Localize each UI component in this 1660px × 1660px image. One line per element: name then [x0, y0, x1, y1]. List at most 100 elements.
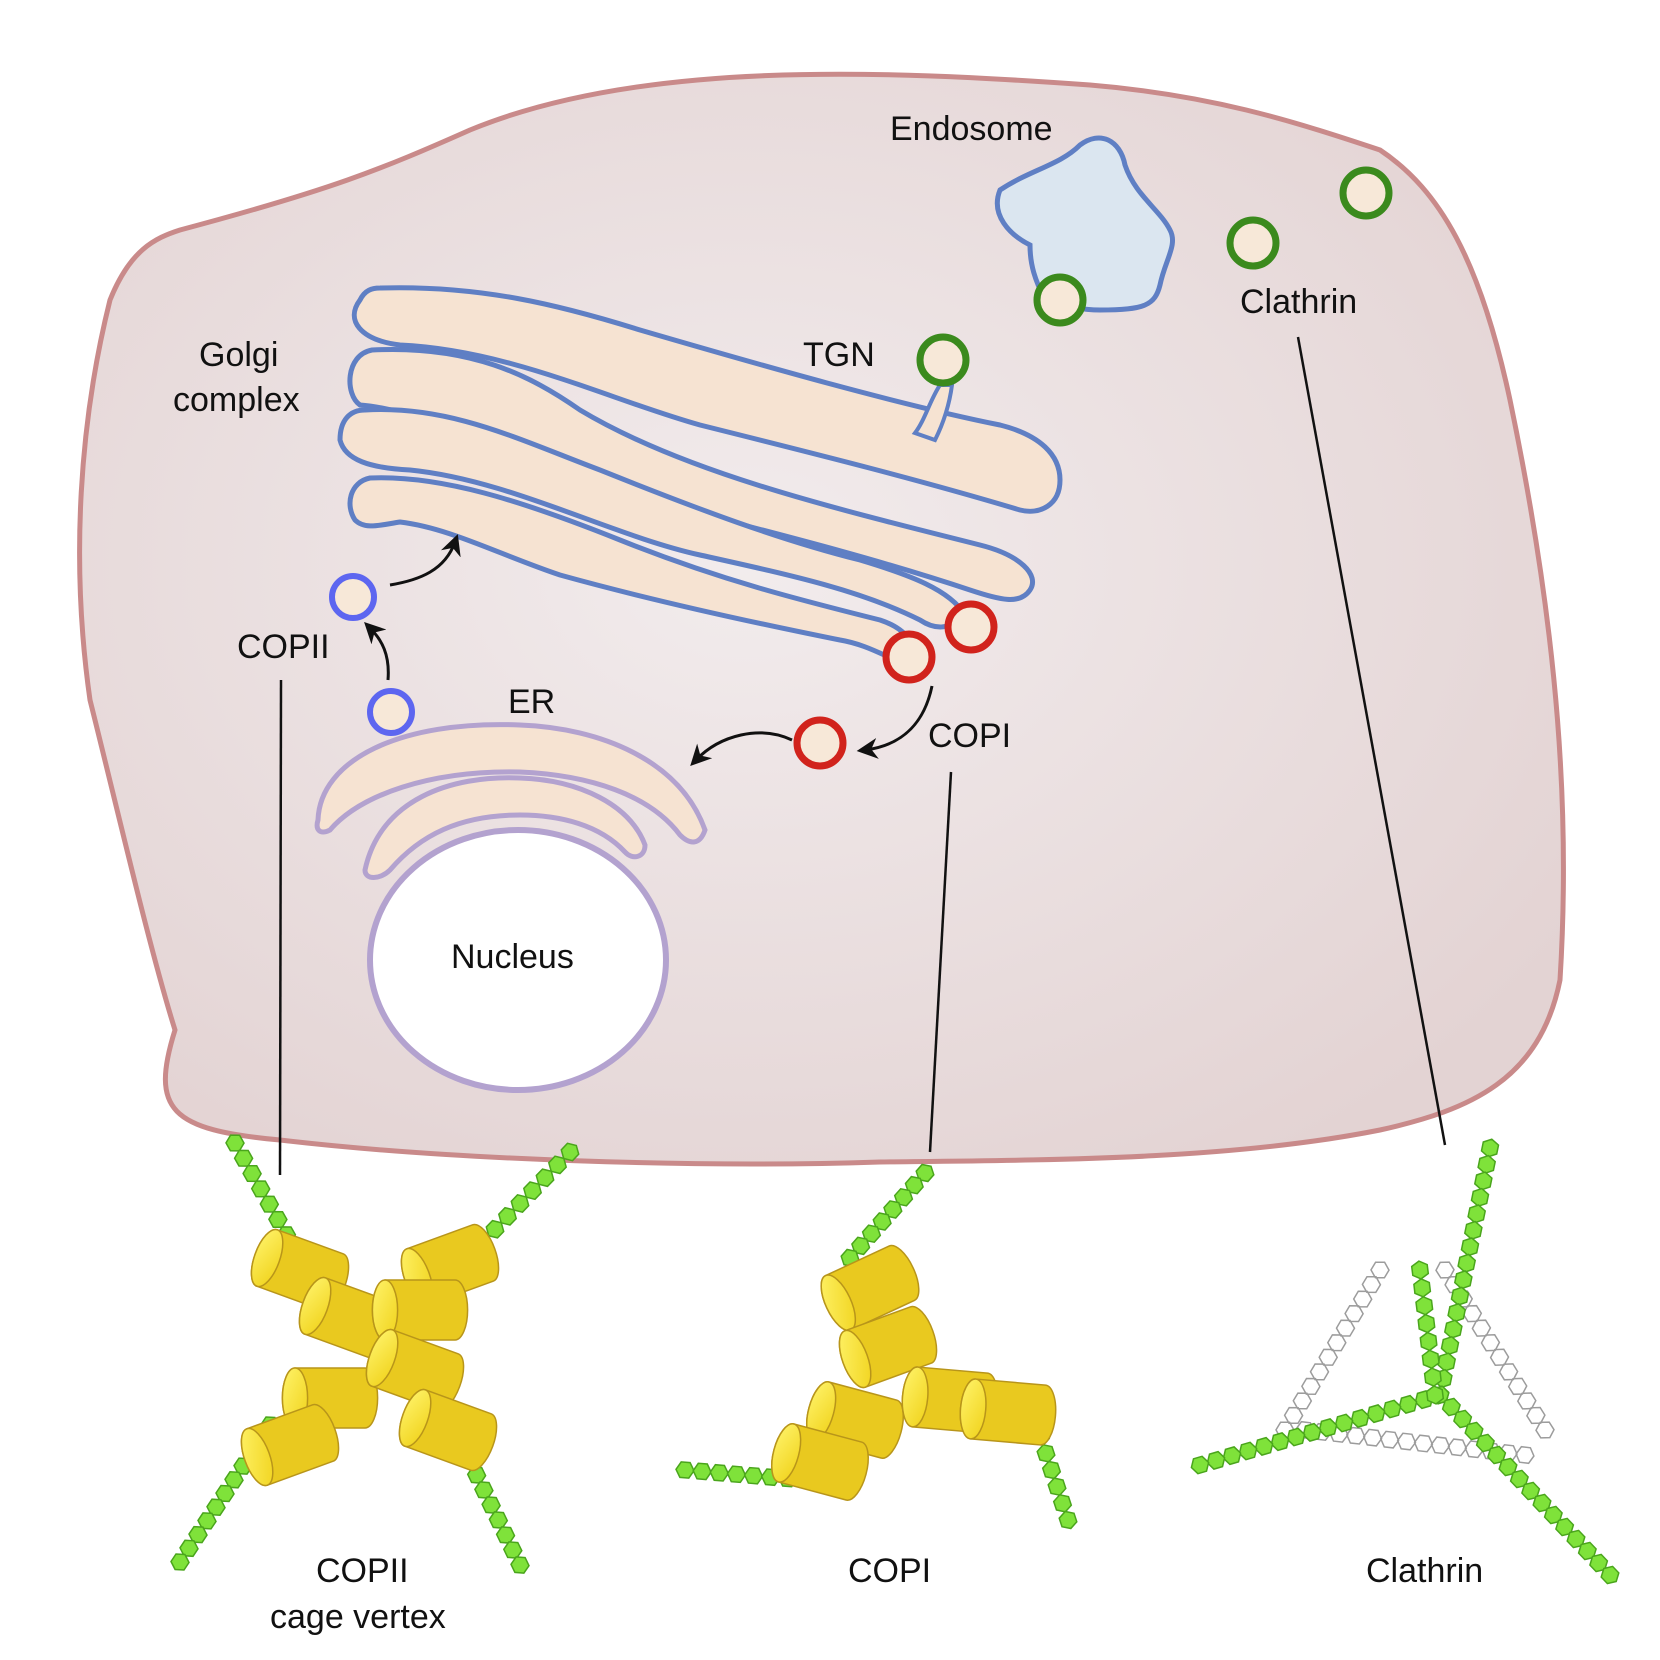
clathrin-heavy-chain-segment — [1600, 1565, 1620, 1585]
copi-vesicle-3 — [793, 716, 847, 770]
clathrin-heavy-chain-segment — [1463, 1220, 1483, 1241]
clathrin-heavy-chain-segment — [1509, 1469, 1529, 1489]
clathrin-lattice-segment — [1379, 1430, 1400, 1449]
clathrin-heavy-chain-segment — [1270, 1432, 1290, 1452]
copii-cage-vertex-structure — [170, 1134, 580, 1574]
clathrin-heavy-chain-segment — [1460, 1237, 1480, 1257]
clathrin-lattice-segment — [1396, 1432, 1417, 1451]
copii-chain-segment — [170, 1553, 190, 1571]
copii-chain-segment — [535, 1168, 555, 1188]
clathrin-vesicle-endosome — [1033, 273, 1087, 327]
clathrin-heavy-chain-segment — [1498, 1457, 1518, 1477]
leader-copii — [278, 679, 283, 1176]
clathrin-heavy-chain-segment — [1334, 1413, 1354, 1433]
copi-chain-segment — [915, 1163, 935, 1183]
clathrin-heavy-chain-segment — [1467, 1204, 1487, 1224]
copii-chain-segment — [485, 1219, 505, 1239]
clathrin-heavy-chain-segment — [1206, 1450, 1226, 1470]
endosome — [994, 135, 1176, 313]
copii-sec-cylinder — [371, 1279, 469, 1341]
clathrin-heavy-chain-segment — [1222, 1446, 1242, 1466]
clathrin-heavy-chain-segment — [1443, 1319, 1463, 1339]
arrow-golgi-to-copi — [856, 685, 934, 759]
label-copii-bottom-line2: cage vertex — [270, 1598, 446, 1636]
clathrin-heavy-chain-segment — [1441, 1397, 1461, 1417]
copi-cylinder — [959, 1378, 1057, 1446]
copii-chain-segment — [224, 1471, 244, 1489]
clathrin-heavy-chain-segment — [1480, 1138, 1500, 1158]
nucleus — [367, 827, 669, 1093]
copi-vesicle-1 — [944, 600, 998, 654]
copii-vesicle-upper — [329, 573, 377, 621]
golgi-complex — [337, 285, 1063, 668]
copii-chain-segment — [250, 1180, 271, 1198]
copi-chain-segment — [709, 1463, 730, 1482]
endoplasmic-reticulum — [314, 722, 708, 880]
copi-chain-segment — [1036, 1443, 1056, 1463]
clathrin-heavy-chain-segment — [1543, 1505, 1563, 1525]
copi-chain-segment — [904, 1175, 924, 1195]
arrow-copi-to-er — [690, 731, 793, 767]
clathrin-heavy-chain-segment — [1415, 1295, 1434, 1316]
clathrin-heavy-chain-segment — [1450, 1286, 1470, 1306]
copii-chain-segment — [560, 1142, 580, 1162]
clathrin-heavy-chain-segment — [1421, 1349, 1440, 1370]
clathrin-lattice-segment — [1489, 1348, 1510, 1366]
copi-chain-segment — [743, 1466, 764, 1485]
copii-vesicle-lower — [367, 688, 415, 736]
copii-chain-segment — [510, 1193, 530, 1214]
copii-chain-segment — [233, 1149, 254, 1167]
clathrin-heavy-chain-segment — [1457, 1253, 1477, 1273]
copi-chain-segment — [883, 1200, 903, 1219]
clathrin-lattice-segment — [1370, 1261, 1390, 1279]
clathrin-heavy-chain-segment — [1447, 1302, 1467, 1323]
clathrin-triskelion-structure — [1190, 1138, 1620, 1585]
label-golgi-line1: Golgi — [199, 336, 278, 374]
clathrin-heavy-chain-segment — [1410, 1260, 1430, 1280]
clathrin-heavy-chain-segment — [1521, 1481, 1541, 1501]
copii-chain-segment — [502, 1541, 523, 1559]
copii-chain-segment — [225, 1134, 245, 1152]
clathrin-lattice-segment — [1352, 1290, 1373, 1308]
copii-chain-segment — [495, 1526, 516, 1544]
clathrin-heavy-chain-segment — [1577, 1541, 1597, 1561]
clathrin-lattice-segment — [1435, 1261, 1455, 1279]
clathrin-heavy-chain-segment — [1238, 1441, 1258, 1461]
copi-cylinder — [838, 1305, 938, 1389]
copii-chain-segment — [197, 1512, 217, 1530]
clathrin-lattice-segment — [1535, 1421, 1555, 1439]
label-copii-bottom-line1: COPII — [316, 1552, 409, 1590]
copi-chain-segment — [1052, 1493, 1073, 1513]
copii-chain-segment — [268, 1210, 288, 1229]
copii-chain-segment — [206, 1498, 226, 1516]
copi-chain-segment — [872, 1212, 892, 1231]
copii-sec-cylinder — [398, 1388, 498, 1472]
clathrin-heavy-chain-segment — [1566, 1529, 1586, 1549]
copii-chain-segment — [547, 1155, 568, 1175]
clathrin-heavy-chain-segment — [1382, 1399, 1402, 1419]
copii-chain-segment — [242, 1164, 262, 1183]
clathrin-heavy-chain-segment — [1417, 1313, 1436, 1334]
clathrin-lattice-segment — [1498, 1363, 1519, 1381]
clathrin-heavy-chain-segment — [1318, 1418, 1338, 1438]
label-clathrin-bottom: Clathrin — [1366, 1552, 1483, 1590]
copi-chain-segment — [692, 1462, 712, 1481]
clathrin-vesicle-pm-2 — [1339, 166, 1393, 220]
clathrin-lattice-segment — [1515, 1445, 1535, 1465]
clathrin-heavy-chain-segment — [1589, 1553, 1609, 1573]
clathrin-lattice-segment — [1301, 1377, 1321, 1395]
copi-chain-segment — [893, 1187, 914, 1207]
clathrin-lattice-segment — [1526, 1406, 1546, 1425]
clathrin-lattice-segment — [1309, 1363, 1330, 1381]
clathrin-lattice-segment — [1471, 1319, 1492, 1337]
copi-cylinder — [820, 1244, 920, 1332]
clathrin-lattice-segment — [1430, 1436, 1451, 1455]
clathrin-heavy-chain-segment — [1254, 1436, 1274, 1456]
golgi-cisterna-3 — [337, 407, 969, 630]
clathrin-heavy-chain-segment — [1440, 1335, 1460, 1356]
er-sheet-outer — [314, 722, 708, 845]
copi-chain-segment — [1058, 1510, 1078, 1530]
golgi-cisterna-4 — [347, 475, 917, 668]
copi-chain-segment — [726, 1465, 747, 1484]
